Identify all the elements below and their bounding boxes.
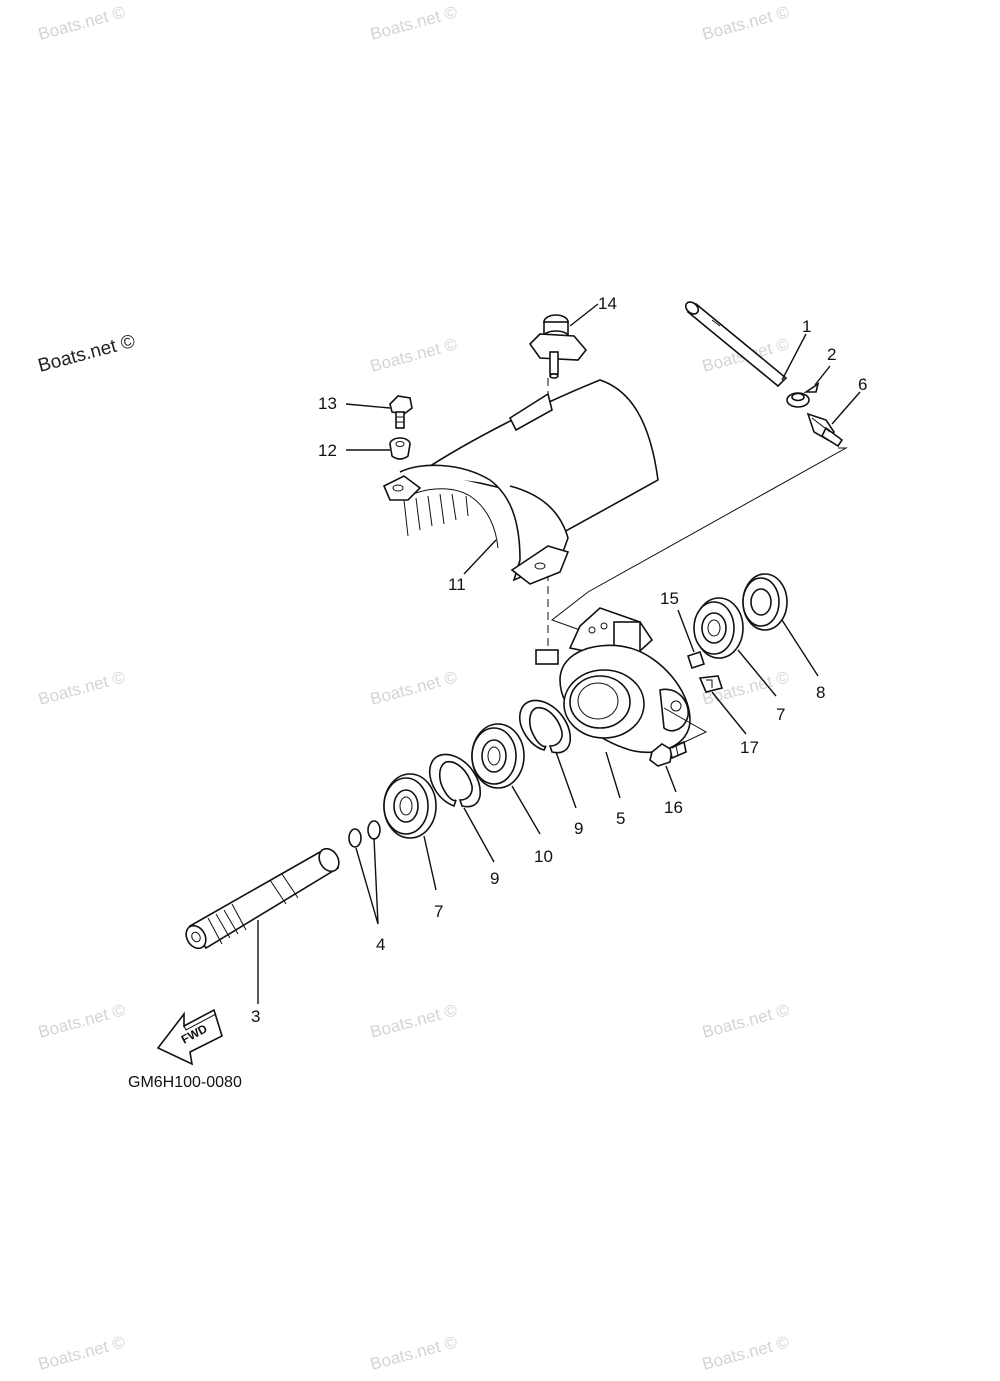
watermark: Boats.net © — [368, 667, 459, 709]
watermark: Boats.net © — [700, 1332, 791, 1374]
fwd-arrow-icon: FWD — [156, 1008, 223, 1066]
part-10-bearing — [471, 723, 525, 789]
callout-1: 1 — [802, 317, 811, 336]
watermark: Boats.net © — [368, 1000, 459, 1042]
callout-11: 11 — [448, 575, 466, 594]
callout-9-left: 9 — [490, 869, 499, 888]
callout-6: 6 — [858, 375, 867, 394]
watermark: Boats.net © — [36, 1332, 127, 1374]
callout-7-upper: 7 — [776, 705, 785, 724]
watermark: Boats.net © — [368, 2, 459, 44]
part-3-shaft — [185, 847, 340, 950]
callout-4: 4 — [376, 935, 385, 954]
part-5-housing — [535, 607, 691, 754]
part-9-snap-ring-left — [429, 753, 481, 808]
callout-8: 8 — [816, 683, 825, 702]
part-6-fitting — [806, 412, 844, 448]
part-1-hose — [684, 301, 788, 388]
watermark: Boats.net © — [36, 667, 127, 709]
callout-12: 12 — [318, 441, 337, 460]
part-17-clip — [698, 675, 724, 693]
part-16-bolt — [649, 740, 687, 767]
part-8-bearing — [742, 573, 788, 631]
watermark: Boats.net © — [700, 2, 791, 44]
callout-7-lower: 7 — [434, 902, 443, 921]
leader-line — [663, 707, 708, 749]
watermark-dark: Boats.net © — [36, 331, 138, 377]
callout-16: 16 — [664, 798, 683, 817]
part-4-o-rings — [348, 820, 381, 848]
callout-10: 10 — [534, 847, 553, 866]
part-7-bearing-lower — [383, 773, 437, 839]
part-9-snap-ring-right — [519, 699, 571, 754]
callout-9-right: 9 — [574, 819, 583, 838]
callout-2: 2 — [827, 345, 836, 364]
watermark: Boats.net © — [368, 1332, 459, 1374]
part-15-pin — [686, 650, 706, 670]
part-11-cover — [382, 379, 659, 585]
callout-15: 15 — [660, 589, 679, 608]
drawing-code: GM6H100-0080 — [128, 1074, 242, 1091]
leader-line — [550, 447, 848, 631]
watermark: Boats.net © — [700, 1000, 791, 1042]
watermark: Boats.net © — [368, 334, 459, 376]
part-14-bracket — [528, 314, 588, 379]
callout-17: 17 — [740, 738, 759, 757]
callout-13: 13 — [318, 394, 337, 413]
callout-5: 5 — [616, 809, 625, 828]
leader-line — [355, 837, 379, 925]
watermark: Boats.net © — [36, 1000, 127, 1042]
watermark: Boats.net © — [36, 2, 127, 44]
part-7-bearing-upper — [693, 597, 744, 659]
part-13-bolt — [389, 395, 413, 429]
callout-3: 3 — [251, 1007, 260, 1026]
part-2-clamp — [786, 382, 820, 408]
callout-14: 14 — [598, 294, 617, 313]
part-12-collar — [389, 437, 411, 460]
